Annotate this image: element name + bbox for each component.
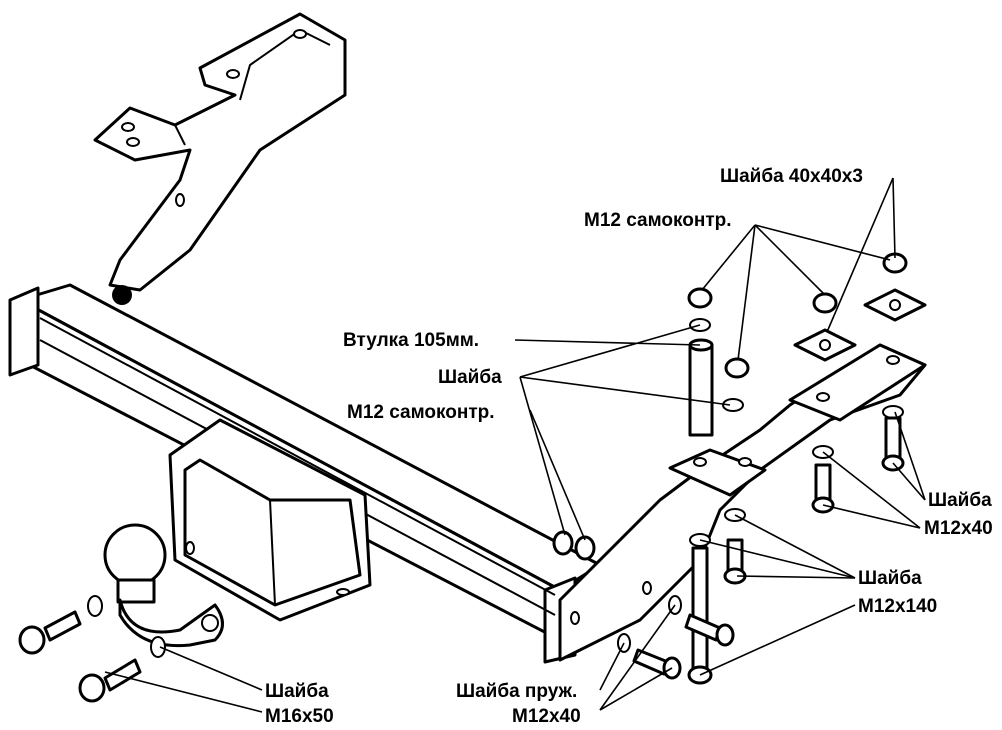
label-washer-right-1: Шайба	[928, 490, 992, 511]
ball-mount-plate	[168, 418, 372, 622]
label-washer-ball: Шайба	[265, 681, 329, 702]
label-washer-right-2: Шайба	[858, 568, 922, 589]
left-mounting-bracket	[93, 12, 347, 305]
labels: Шайба 40х40х3 М12 самоконтр. Втулка 105м…	[265, 166, 993, 727]
ball-bolts	[18, 595, 166, 703]
leader-lines	[104, 177, 926, 713]
right-bolts	[617, 405, 905, 685]
label-washer-mid: Шайба	[438, 367, 502, 388]
label-m16x50: М16х50	[265, 706, 334, 727]
right-mounting-bracket	[558, 343, 927, 662]
label-m12x140: М12х140	[858, 596, 937, 617]
tow-ball	[103, 523, 224, 648]
square-washers	[793, 288, 927, 362]
label-spring-washer: Шайба пруж.	[456, 681, 577, 702]
label-m12-selflock-top: М12 самоконтр.	[584, 210, 732, 231]
label-bushing-105: Втулка 105мм.	[343, 330, 479, 351]
label-m12x40-right: М12х40	[924, 518, 993, 539]
label-m12x40-bottom: М12х40	[512, 706, 581, 727]
bushing-105mm	[688, 318, 744, 437]
label-m12-selflock-mid: М12 самоконтр.	[347, 402, 495, 423]
label-washer-40x40x3: Шайба 40х40х3	[720, 166, 863, 187]
